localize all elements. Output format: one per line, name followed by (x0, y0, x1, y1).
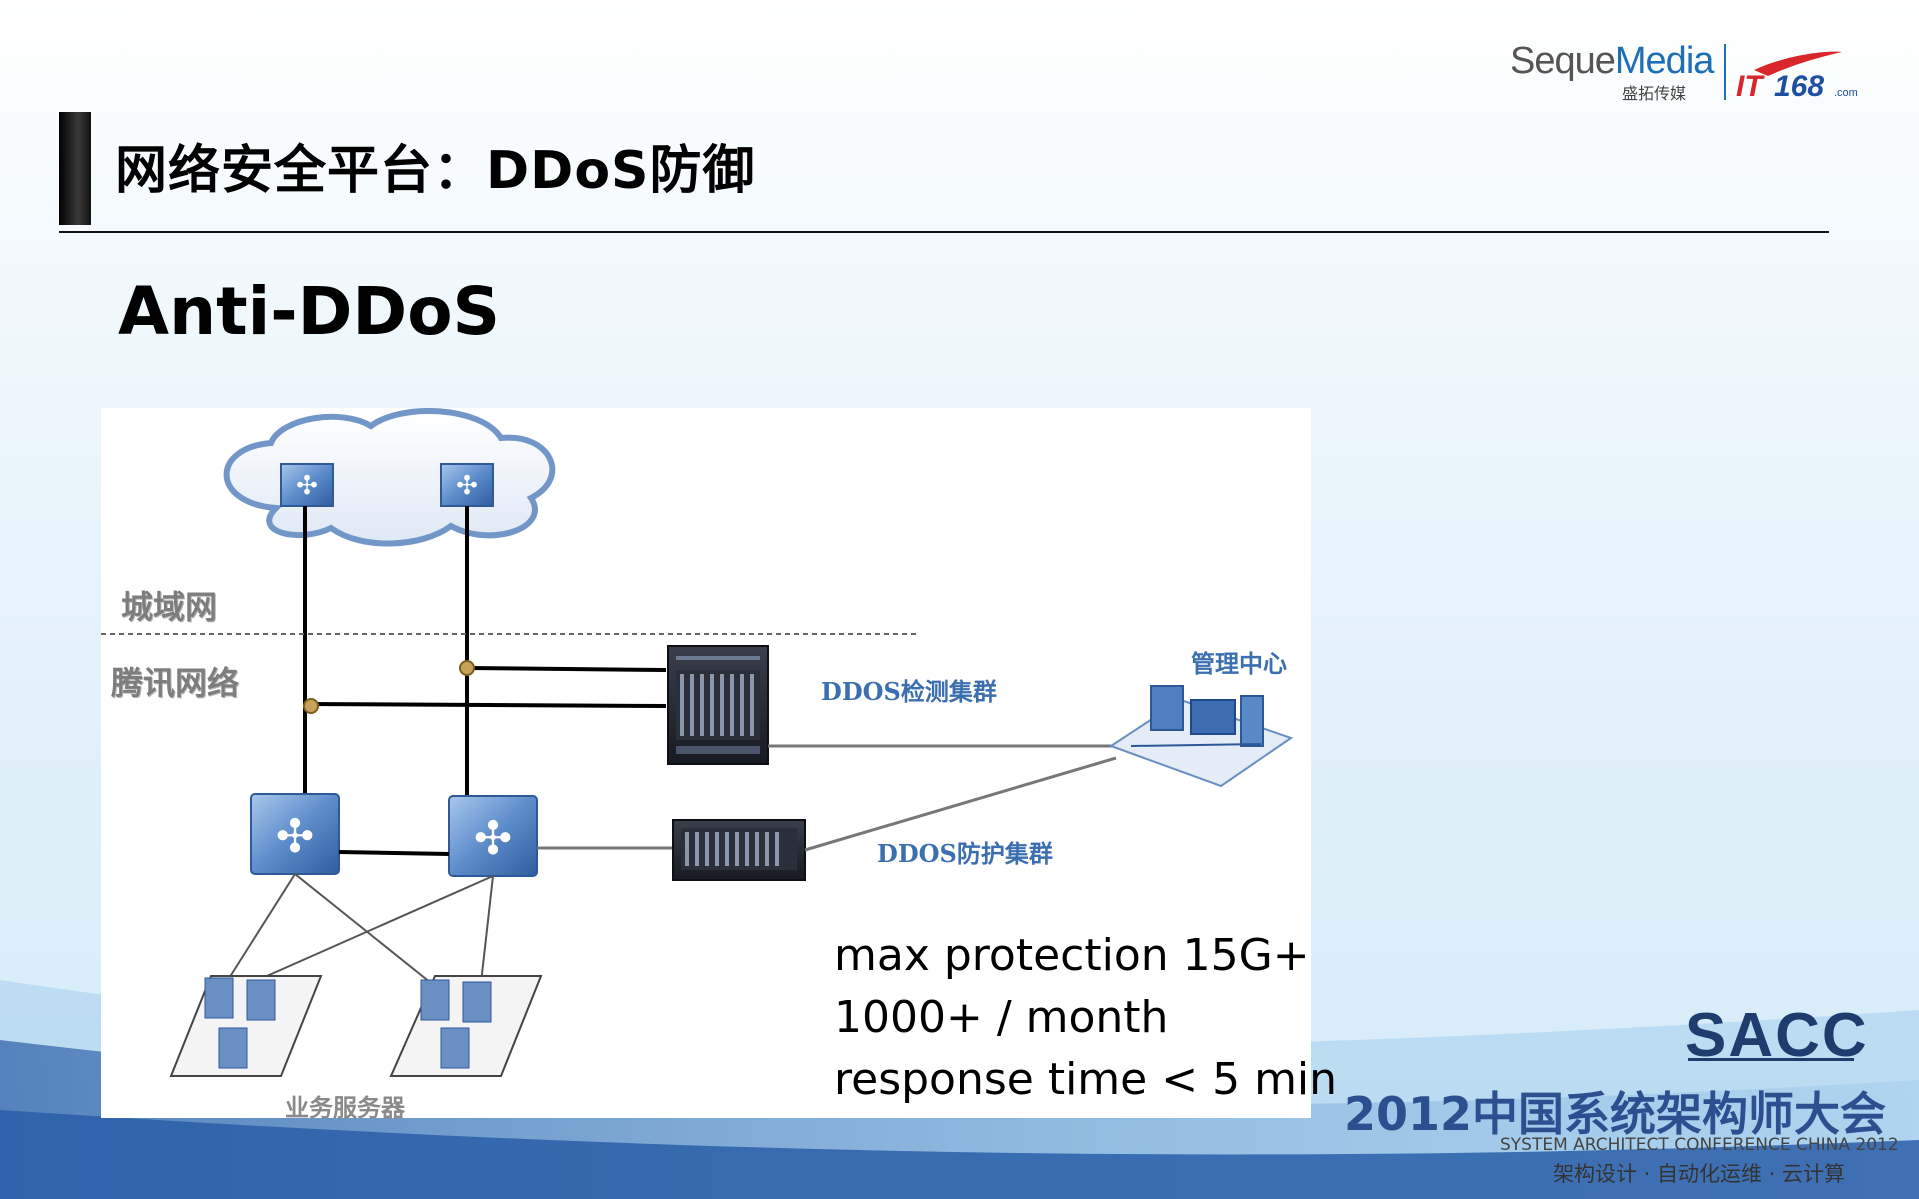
ddos-protect-rack-icon (672, 819, 806, 881)
svg-text:✣: ✣ (474, 811, 513, 865)
router-icon: ✣ (280, 463, 334, 507)
business-servers-label: 业务服务器 (285, 1094, 405, 1122)
internet-cloud-icon (223, 408, 556, 547)
page-title: 网络安全平台：DDoS防御 (115, 141, 756, 201)
conference-tags: 架构设计 · 自动化运维 · 云计算 (1553, 1162, 1846, 1186)
diagram-canvas: ✣ ✣ (101, 408, 1294, 1077)
seque-logo-prefix: Seque (1510, 40, 1616, 82)
core-switch-icon: ✣ (448, 795, 538, 877)
tap-point-icon (303, 698, 319, 714)
seque-logo-suffix: Media (1614, 40, 1714, 82)
it168-logo-suffix: .com (1834, 87, 1858, 99)
mgmt-center-label: 管理中心 (1191, 650, 1287, 678)
detect-cluster-label: DDOS检测集群 (821, 677, 997, 706)
seque-logo-cn: 盛拓传媒 (1622, 84, 1687, 103)
network-diagram: ✣ ✣ (101, 408, 1311, 1122)
svg-text:IT: IT (1736, 70, 1765, 102)
svg-text:✣: ✣ (276, 809, 315, 863)
core-switch-icon: ✣ (250, 793, 340, 875)
protection-stats: max protection 15G+ 1000+ / month respon… (834, 925, 1337, 1111)
conference-title: 2012中国系统架构师大会 (1344, 1087, 1887, 1141)
title-divider (59, 231, 1829, 233)
seque-media-logo: SequeMedia 盛拓传媒 (1510, 40, 1714, 103)
stat-line: response time < 5 min (834, 1054, 1338, 1105)
server-group-icon (389, 975, 543, 1077)
conference-en-title: SYSTEM ARCHITECT CONFERENCE CHINA 2012 (1500, 1135, 1899, 1155)
it168-logo-number: 168 (1774, 70, 1824, 102)
title-accent-bar (59, 112, 91, 225)
page-subtitle: Anti-DDoS (118, 273, 501, 350)
svg-text:✣: ✣ (296, 471, 318, 501)
it168-logo: IT 168 .com (1736, 51, 1858, 102)
ddos-detect-rack-icon (667, 645, 769, 765)
tap-point-icon (459, 660, 475, 676)
protect-cluster-label: DDOS防护集群 (877, 839, 1053, 868)
svg-text:✣: ✣ (456, 471, 478, 501)
stat-line: 1000+ / month (834, 992, 1169, 1043)
stat-line: max protection 15G+ (834, 930, 1310, 981)
server-group-icon (169, 975, 323, 1077)
router-icon: ✣ (440, 463, 494, 507)
logo-divider (1724, 44, 1726, 100)
zone-label-tencent: 腾讯网络 (111, 664, 240, 702)
zone-label-metro: 城域网 (121, 588, 218, 626)
management-center-icon (1108, 685, 1294, 788)
sacc-underline (1688, 1058, 1854, 1061)
